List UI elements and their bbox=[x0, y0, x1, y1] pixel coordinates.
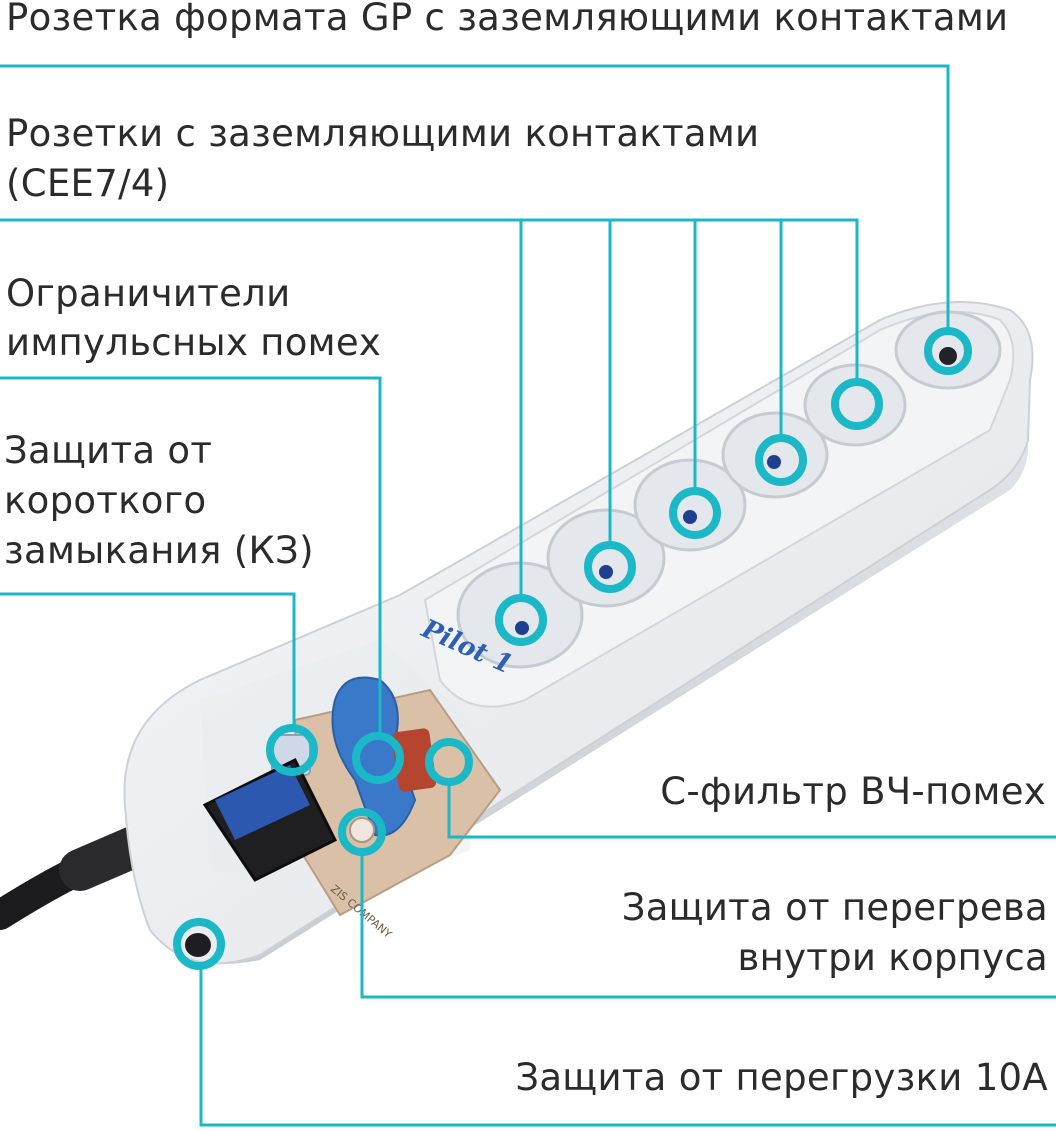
leader-cfilter bbox=[447, 780, 1056, 839]
label-overheat-line1: Защита от перегрева bbox=[621, 886, 1048, 929]
thermal-protector bbox=[349, 817, 375, 843]
socket-1 bbox=[456, 561, 584, 669]
ring-short-circuit bbox=[266, 724, 318, 776]
label-cee-sockets-line2: (CEE7/4) bbox=[6, 162, 170, 205]
leader-short-circuit bbox=[0, 592, 296, 728]
overload-button bbox=[185, 933, 211, 957]
rocker-switch-lit bbox=[215, 765, 310, 840]
label-surge-line2: импульсных помех bbox=[6, 321, 382, 364]
label-short-line1: Защита от bbox=[4, 429, 213, 472]
label-overheat-line2: внутри корпуса bbox=[737, 936, 1048, 979]
callout-rings bbox=[173, 327, 972, 970]
leader-cee-sockets bbox=[0, 218, 859, 383]
label-cee-sockets-line1: Розетки с заземляющими контактами bbox=[6, 112, 760, 155]
socket-5 bbox=[803, 363, 907, 447]
leader-surge bbox=[0, 376, 382, 736]
ring-socket-4 bbox=[755, 434, 807, 486]
ring-socket-2 bbox=[584, 541, 636, 593]
ring-socket-5 bbox=[831, 378, 883, 430]
leader-gp-socket bbox=[0, 64, 950, 332]
socket-2 bbox=[546, 508, 666, 608]
leader-overheat bbox=[360, 852, 1056, 999]
ring-gp-socket bbox=[924, 327, 972, 375]
label-surge-line1: Ограничители bbox=[6, 272, 291, 315]
leader-overload bbox=[199, 967, 1056, 1127]
label-short-line2: короткого bbox=[4, 479, 207, 522]
varistor bbox=[331, 676, 417, 837]
ring-cfilter bbox=[425, 738, 473, 786]
ring-overheat bbox=[338, 808, 386, 856]
label-short-line3: замыкания (КЗ) bbox=[4, 529, 314, 572]
label-overload: Защита от перегрузки 10А bbox=[515, 1056, 1048, 1099]
ring-socket-1 bbox=[495, 594, 547, 646]
ring-surge bbox=[352, 732, 404, 784]
socket-3 bbox=[633, 458, 747, 552]
ring-overload bbox=[173, 918, 225, 970]
callout-lines bbox=[0, 64, 1056, 1127]
label-gp-socket: Розетка формата GP с заземляющими контак… bbox=[6, 0, 1009, 39]
ring-socket-3 bbox=[669, 487, 721, 539]
label-cfilter: С-фильтр ВЧ-помех bbox=[660, 770, 1046, 813]
capacitor bbox=[391, 728, 437, 792]
